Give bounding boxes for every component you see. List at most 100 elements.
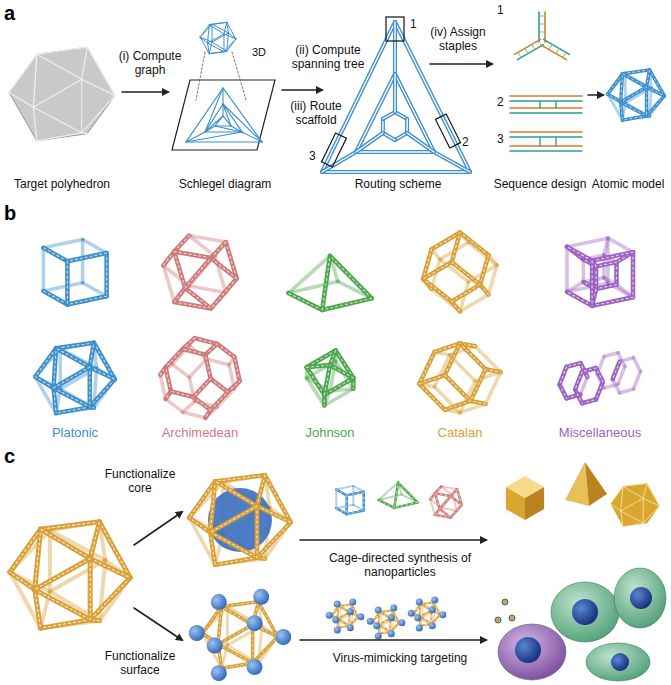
scaffold-route — [393, 74, 397, 112]
helix-groove — [166, 367, 171, 391]
helix-groove — [35, 590, 41, 628]
helix-groove — [322, 256, 330, 310]
target-cell — [614, 568, 666, 628]
helix-groove — [171, 391, 194, 397]
dna-helix — [183, 349, 206, 355]
dna-helix — [41, 529, 91, 558]
surface-ligand — [416, 598, 423, 605]
dna-helix — [486, 369, 501, 372]
stage-caption: Target polyhedron — [2, 178, 122, 192]
dna-helix — [596, 382, 603, 400]
helix-groove — [54, 367, 90, 388]
surface-ligand — [326, 612, 333, 619]
schlegel-edge — [242, 132, 262, 142]
crossover — [532, 44, 535, 49]
scaffold-strand — [541, 45, 567, 60]
dna-helix — [647, 96, 665, 116]
surface-ligand — [439, 611, 446, 618]
dna-helix — [590, 261, 595, 306]
dna-helix — [452, 262, 480, 285]
dna-helix — [475, 346, 501, 372]
helix-groove — [215, 558, 257, 565]
helix-groove — [591, 261, 592, 306]
scaffold-route — [383, 133, 395, 140]
dna-helix — [210, 532, 215, 564]
wireframe-edge — [227, 33, 229, 51]
helix-groove — [257, 522, 291, 557]
helix-groove — [90, 343, 94, 367]
dna-helix — [189, 286, 226, 292]
dna-helix — [419, 375, 445, 384]
helix-groove — [211, 242, 226, 258]
helix-groove — [257, 506, 291, 522]
wireframe-edge — [212, 33, 228, 42]
helix-groove — [56, 343, 94, 348]
gold-facet — [643, 523, 647, 524]
staple-strand — [510, 100, 582, 102]
helix-groove — [423, 262, 451, 279]
helix-groove — [35, 559, 90, 590]
surface-ligand — [431, 597, 438, 604]
surface-ligand — [429, 622, 436, 629]
wireframe-edge — [209, 42, 212, 54]
process-label: Cage-directed synthesis of nanoparticles — [315, 552, 485, 580]
helix-groove — [616, 262, 617, 285]
helix-groove — [347, 492, 364, 496]
helix-groove — [647, 87, 665, 96]
helix-groove — [460, 343, 486, 369]
surface-ligand — [189, 625, 205, 641]
scaffold-route — [322, 170, 470, 174]
helix-groove — [90, 367, 115, 379]
helix-groove — [452, 262, 480, 285]
scaffold-gap — [434, 152, 470, 172]
dna-helix — [166, 367, 171, 391]
step-label: (i) Compute graph — [114, 50, 186, 78]
dna-helix — [56, 343, 94, 348]
dna-helix — [394, 483, 398, 508]
callout-number: 1 — [410, 18, 422, 32]
dna-helix — [307, 365, 330, 367]
dna-helix — [174, 236, 189, 252]
helix-groove — [218, 644, 253, 663]
scaffold-gap — [394, 74, 395, 112]
dna-helix — [565, 247, 569, 292]
helix-groove — [54, 388, 57, 413]
helix-groove — [56, 348, 90, 367]
cell-nucleus — [630, 587, 652, 609]
polyhedron-edge — [9, 92, 33, 107]
dna-helix — [211, 278, 237, 308]
dna-helix — [435, 493, 451, 496]
dna-helix — [41, 620, 91, 628]
dna-helix — [54, 388, 90, 407]
surface-ligand — [246, 615, 262, 631]
dna-helix — [54, 367, 90, 388]
surface-ligand — [349, 599, 356, 606]
panel-letter: b — [4, 202, 24, 225]
stage-caption: Sequence design — [490, 178, 590, 192]
helix-groove — [185, 288, 211, 308]
polyhedron-edge — [82, 96, 115, 133]
dna-helix — [35, 377, 53, 388]
crossover — [525, 48, 528, 53]
dna-helix — [218, 644, 253, 663]
helix-groove — [256, 506, 257, 558]
surface-ligand — [334, 600, 341, 607]
helix-groove — [595, 266, 596, 289]
surface-ligand — [416, 624, 423, 631]
helix-groove — [211, 278, 237, 308]
helix-groove — [67, 253, 106, 261]
virus-mimic-particle — [495, 617, 501, 623]
helix-groove — [217, 344, 234, 357]
scaffold-gap — [395, 133, 407, 140]
step-arrow — [134, 608, 182, 640]
scaffold-gap — [383, 112, 395, 119]
dna-helix — [430, 499, 435, 515]
dna-helix — [560, 367, 567, 385]
dna-helix — [90, 343, 94, 367]
helix-groove — [445, 375, 471, 401]
helix-groove — [419, 375, 445, 384]
gold-facet — [643, 483, 647, 498]
helix-groove — [621, 87, 647, 102]
gold-facet — [621, 511, 623, 527]
surface-ligand — [373, 622, 380, 629]
